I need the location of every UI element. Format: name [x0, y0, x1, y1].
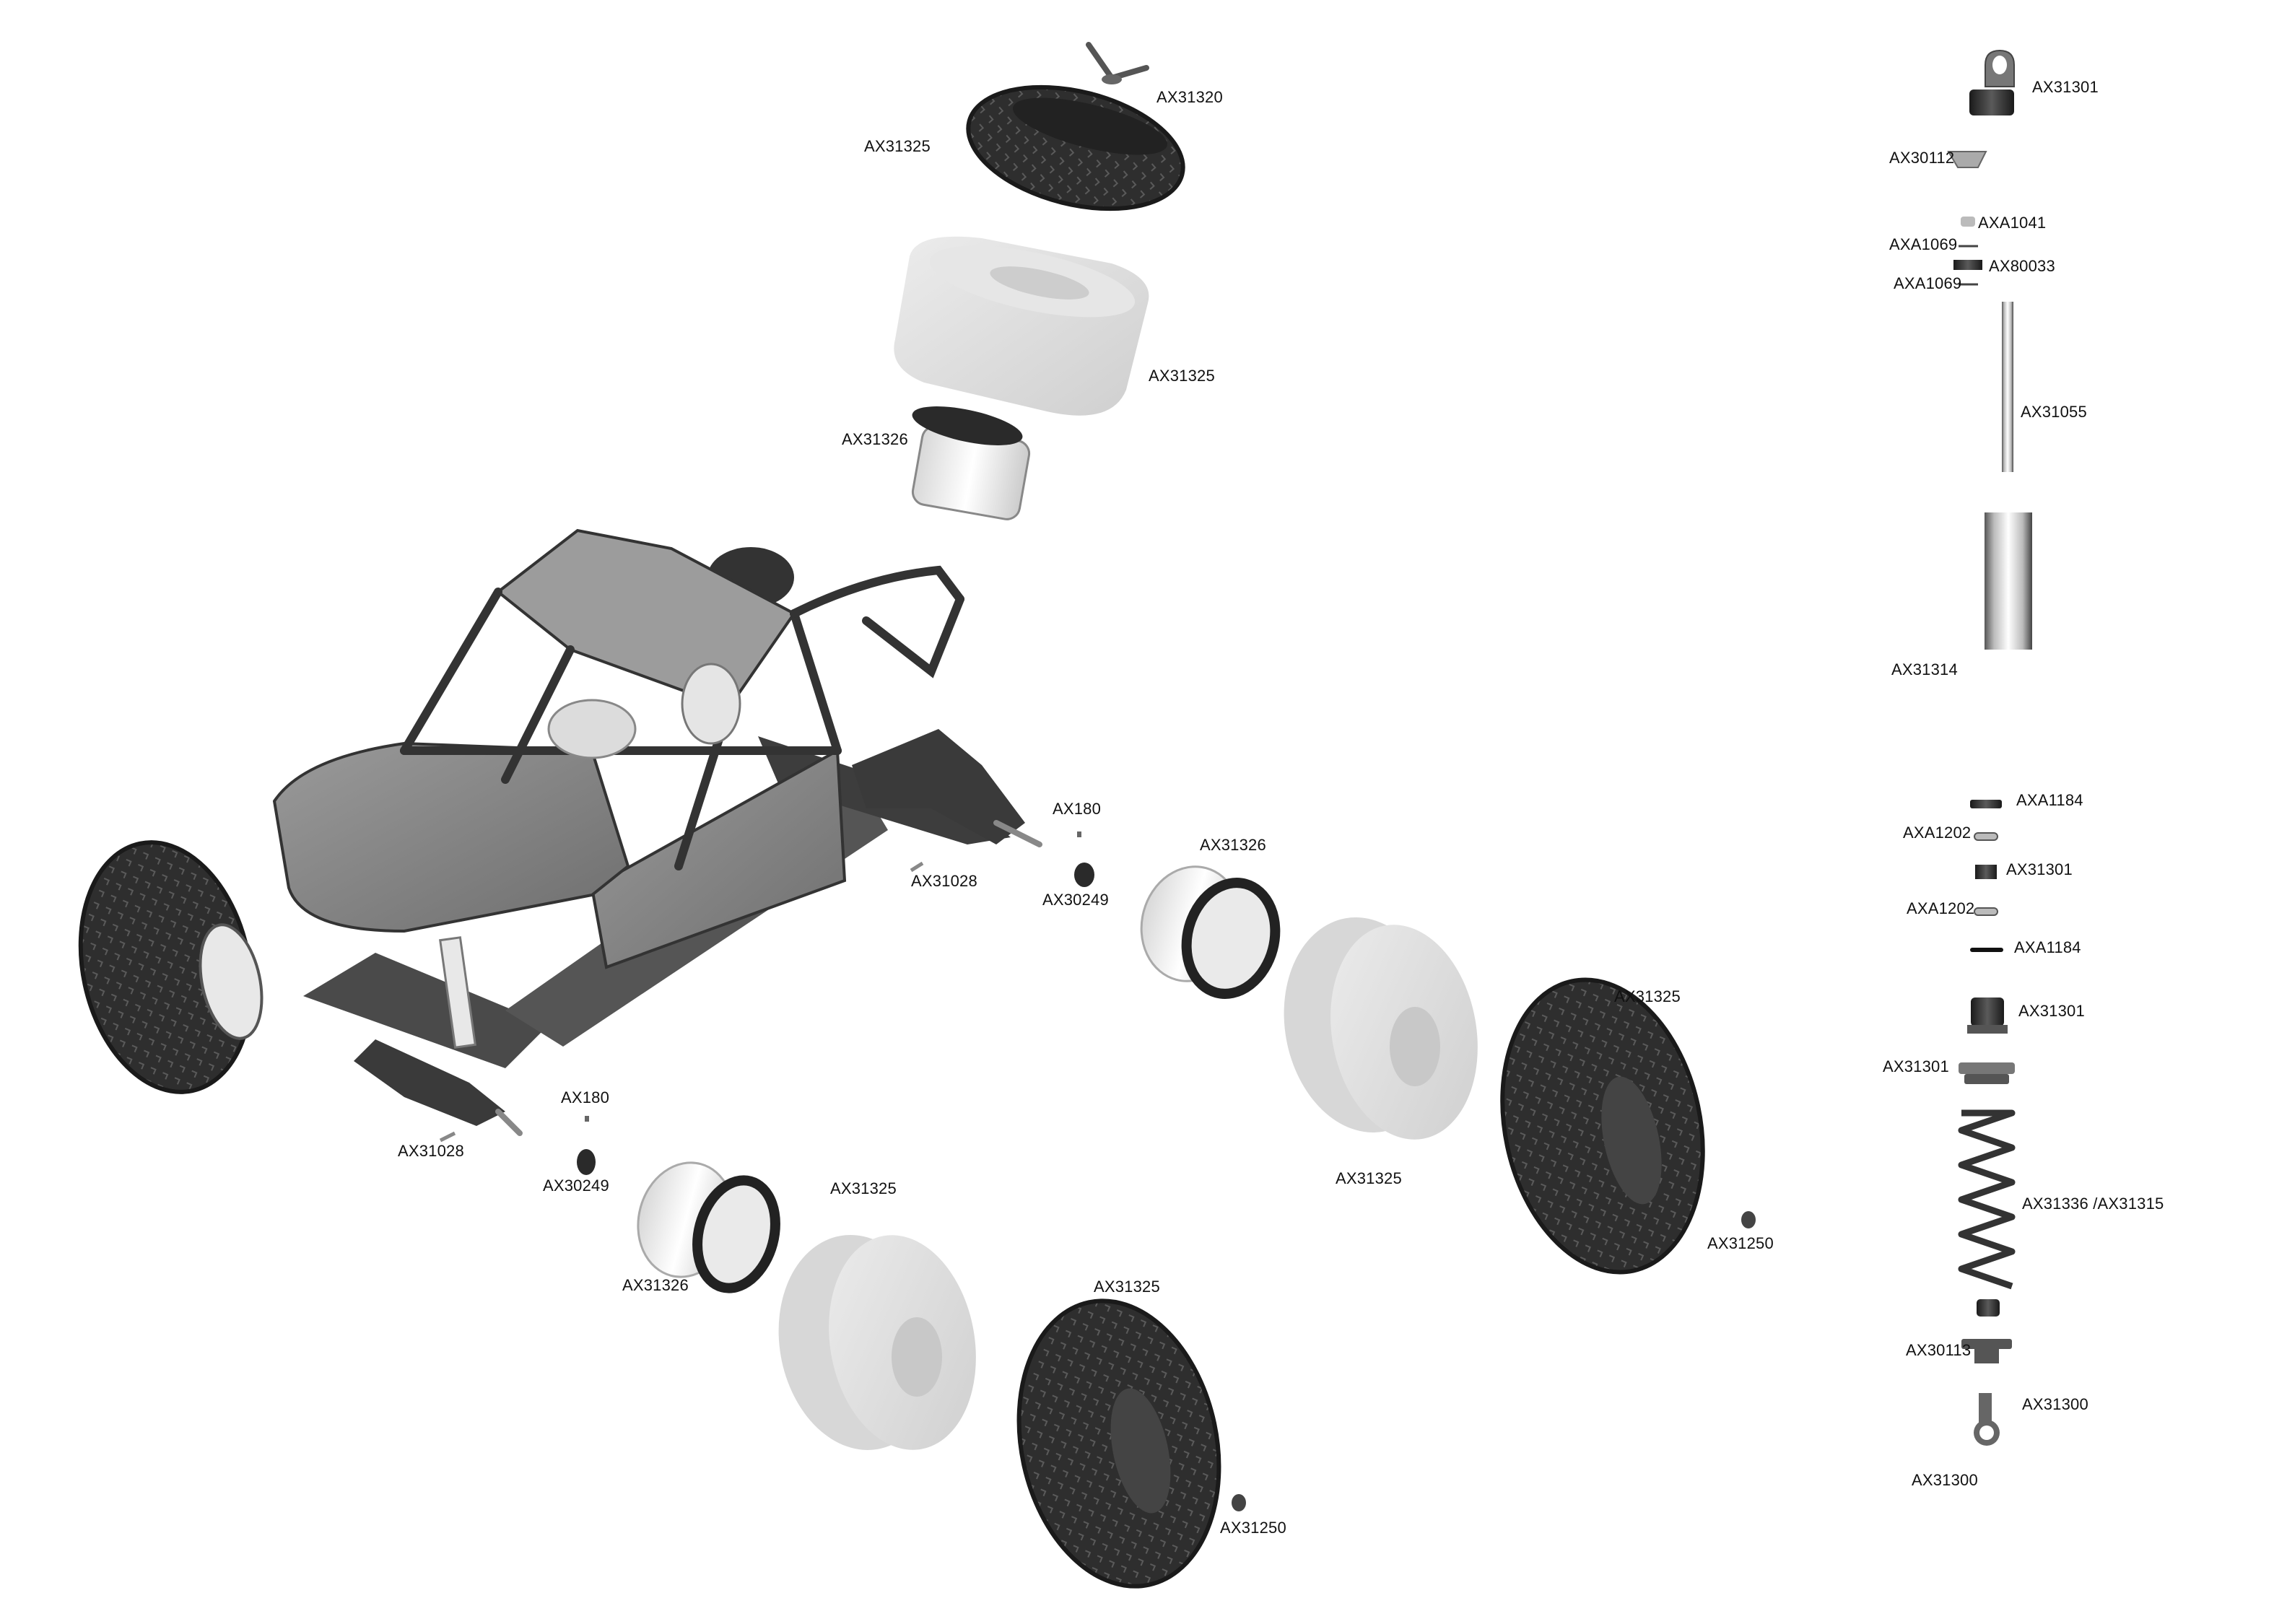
label-axa1069-clip-top: AXA1069 — [1889, 235, 1958, 253]
label-ax31326-wheel-left: AX31326 — [622, 1276, 689, 1294]
label-ax31028-pin-left: AX31028 — [398, 1142, 464, 1160]
label-ax31301-collar: AX31301 — [1883, 1057, 1949, 1075]
label-ax31055-shaft: AX31055 — [2021, 403, 2087, 421]
label-axa1184-seal-top: AXA1184 — [2016, 791, 2083, 809]
shock-retainer — [1977, 1299, 2000, 1317]
shock-shaft — [2002, 302, 2013, 472]
shock-cup — [1947, 151, 1987, 168]
drive-pin-right — [910, 831, 1081, 873]
shock-collar — [1959, 1062, 2015, 1084]
label-ax31300-rod-end: AX31300 — [1912, 1471, 1978, 1489]
label-ax31301-cap-lower: AX31301 — [2018, 1002, 2085, 1020]
vehicle-chassis — [78, 528, 1042, 1136]
tire-top — [966, 84, 1185, 211]
label-ax180-pin-left: AX180 — [561, 1088, 610, 1106]
label-axa1041-bushing: AXA1041 — [1978, 214, 2047, 232]
label-ax31326-wheel-right: AX31326 — [1200, 836, 1266, 854]
shock-body — [1985, 512, 2032, 650]
label-ax31336-spring: AX31336 /AX31315 — [2022, 1195, 2164, 1213]
label-axa1184-seal-bottom: AXA1184 — [2014, 938, 2081, 956]
tire-left — [1016, 1298, 1221, 1589]
label-ax30249-hex-left: AX30249 — [543, 1176, 609, 1195]
wheel-rim-right — [1140, 865, 1281, 999]
label-axa1202-oring-top: AXA1202 — [1903, 824, 1972, 842]
label-axa1202-oring-bottom: AXA1202 — [1907, 899, 1975, 917]
shock-rod-end — [1974, 1393, 2000, 1446]
foam-insert-top — [894, 236, 1149, 416]
shock-spring — [1958, 1109, 2016, 1290]
label-ax31325-tire-right: AX31325 — [1614, 987, 1681, 1005]
tire-right — [1500, 977, 1705, 1275]
wheel-rim-top — [911, 406, 1031, 520]
label-ax31325-foam-right: AX31325 — [1336, 1169, 1402, 1187]
label-ax31250-nut-right: AX31250 — [1707, 1234, 1774, 1252]
shock-seal-top — [1970, 800, 2002, 808]
label-ax31301-cap: AX31301 — [2032, 78, 2099, 96]
drive-pin-left — [439, 1116, 589, 1143]
wheel-hex-right — [1074, 863, 1094, 887]
wheel-nut-left — [1232, 1494, 1246, 1511]
shock-spacer — [1975, 865, 1997, 879]
label-ax180-pin-right: AX180 — [1053, 800, 1102, 818]
shock-oring-bottom — [1974, 907, 1998, 916]
label-ax31325-tire-top: AX31325 — [864, 137, 931, 155]
label-ax80033-piston: AX80033 — [1989, 257, 2055, 275]
wheel-rim-left — [637, 1161, 780, 1293]
shock-piston — [1953, 260, 1982, 270]
wrench-ax31320 — [1086, 42, 1149, 84]
label-ax31301-spacer: AX31301 — [2006, 860, 2073, 878]
label-ax31314-body: AX31314 — [1891, 660, 1958, 678]
label-ax31325-foam-top: AX31325 — [1149, 367, 1215, 385]
shock-lower-cap — [1967, 997, 2008, 1034]
shock-oring-top — [1974, 832, 1998, 841]
shock-spring-cup — [1961, 1339, 2012, 1363]
label-ax31326-wheel-top: AX31326 — [842, 430, 908, 448]
shock-seal-bottom — [1970, 948, 2003, 952]
shock-cap — [1969, 49, 2015, 115]
label-ax31325-foam-left: AX31325 — [830, 1179, 897, 1197]
label-axa1069-clip-bottom: AXA1069 — [1894, 274, 1962, 292]
label-ax30112-cup: AX30112 — [1889, 149, 1955, 167]
label-ax31300-spring-cup: AX31300 — [2022, 1395, 2088, 1413]
label-ax30113-retainer: AX30113 — [1906, 1341, 1972, 1359]
label-ax31320-wrench: AX31320 — [1156, 88, 1223, 106]
label-ax31250-nut-left: AX31250 — [1220, 1519, 1286, 1537]
label-ax31325-tire-left: AX31325 — [1094, 1278, 1160, 1296]
foam-insert-right — [1284, 917, 1478, 1140]
label-ax31028-pin-right: AX31028 — [911, 872, 977, 890]
wheel-hex-left — [577, 1149, 596, 1175]
wheel-nut-right — [1741, 1211, 1756, 1228]
label-ax30249-hex-right: AX30249 — [1042, 891, 1109, 909]
foam-insert-left — [778, 1235, 976, 1450]
shock-bushing — [1961, 217, 1975, 227]
